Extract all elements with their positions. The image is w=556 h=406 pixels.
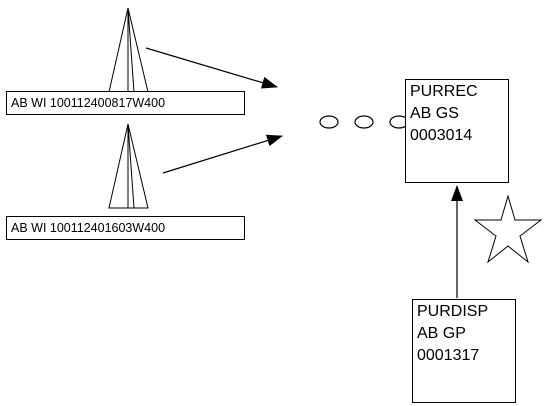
star-icon xyxy=(473,194,543,264)
receipt-facility-box: PURREC AB GS 0003014 xyxy=(405,79,509,183)
well-label: AB WI 100112400817W400 xyxy=(6,91,245,115)
facility-location: AB GP xyxy=(417,325,466,342)
drilling-rig-icon xyxy=(108,7,149,93)
facility-code: 0001317 xyxy=(417,347,480,364)
well-label: AB WI 100112401603W400 xyxy=(6,216,245,240)
facility-location: AB GS xyxy=(410,105,459,122)
continuation-ellipsis xyxy=(319,115,409,129)
flow-arrow xyxy=(162,134,283,174)
facility-code: 0003014 xyxy=(410,127,473,144)
flow-arrow xyxy=(145,47,278,89)
facility-type: PURDISP xyxy=(417,303,489,320)
disposition-facility-box: PURDISP AB GP 0001317 xyxy=(412,299,516,403)
drilling-rig-icon xyxy=(108,123,149,209)
facility-type: PURREC xyxy=(410,83,478,100)
